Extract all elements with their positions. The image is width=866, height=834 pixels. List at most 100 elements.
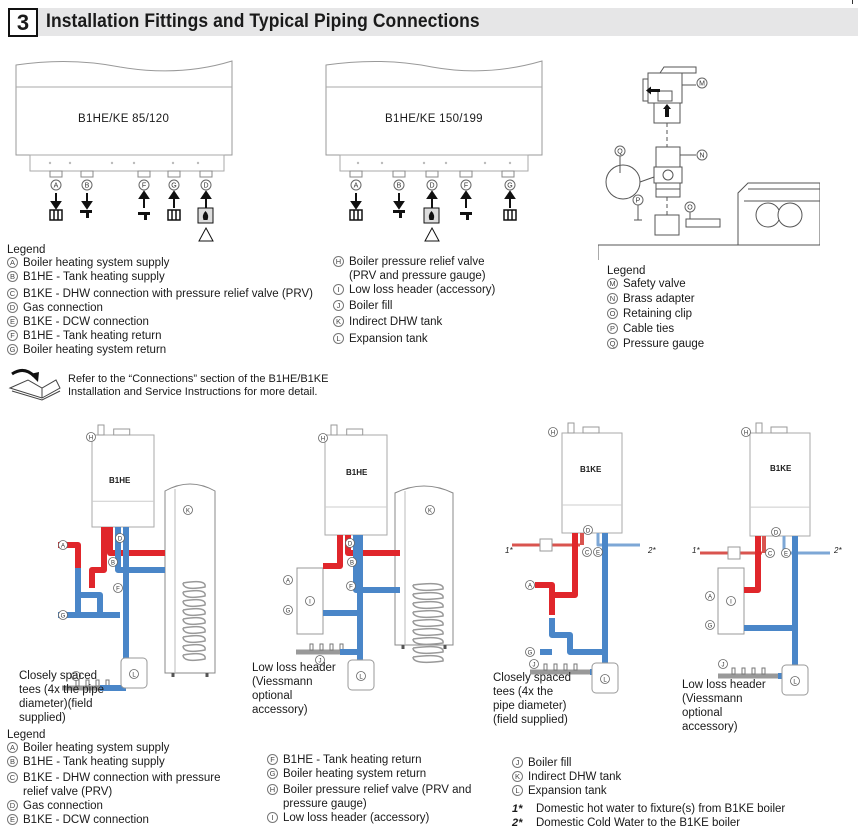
key-badge: N — [607, 293, 618, 304]
pipe — [744, 536, 761, 593]
dhw-prv — [727, 546, 741, 560]
caption-line: supplied) — [19, 712, 66, 724]
legend-label: Cable ties — [623, 323, 675, 335]
caption-line: optional — [252, 690, 293, 702]
callout-badge — [705, 591, 715, 601]
svg-text:D: D — [429, 183, 434, 190]
section-header-bar — [8, 8, 858, 36]
manual-book-icon — [8, 369, 61, 401]
legend-label: Expansion tank — [349, 333, 428, 345]
boiler-body — [324, 434, 388, 536]
callout-badge — [113, 583, 123, 593]
boiler-label: B1KE — [580, 465, 602, 474]
callout-badge — [718, 659, 728, 669]
boiler-body — [91, 434, 155, 528]
note-label: Domestic Cold Water to the B1KE boiler — [536, 817, 741, 829]
key-badge: C — [7, 288, 18, 299]
key-badge: B — [7, 756, 18, 767]
legend-title: Legend — [7, 244, 46, 256]
callout-letter: A — [708, 594, 712, 600]
callout-badge — [115, 533, 125, 543]
caption-line: accessory) — [682, 721, 738, 733]
legend-item: P Cable ties — [607, 322, 704, 337]
callout-badge — [356, 671, 366, 681]
callout-badge — [790, 676, 800, 686]
callout-letter: H — [321, 436, 325, 442]
dhw-prv — [539, 538, 553, 552]
legend-label: Boiler heating system return — [23, 344, 167, 356]
svg-text:D: D — [203, 183, 208, 190]
legend-label: Gas connection — [23, 800, 103, 812]
pipe — [535, 582, 555, 600]
pipe — [107, 527, 165, 556]
callout-letter: F — [116, 586, 120, 592]
callout-letter: G — [528, 650, 533, 656]
fill-valve — [751, 667, 756, 675]
callout-badge — [305, 596, 315, 606]
callout-badge — [741, 427, 751, 437]
callout-badge — [283, 605, 293, 615]
callout-letter: J — [533, 662, 536, 668]
fill-valve — [543, 663, 548, 671]
note-key: 2* — [512, 817, 523, 829]
legend-label: Boiler heating system supply — [23, 742, 170, 754]
callout-letter: C — [585, 550, 590, 556]
svg-text:M: M — [699, 81, 705, 88]
key-badge: C — [7, 772, 18, 783]
page-corner-mark — [852, 0, 853, 4]
fill-valve — [731, 667, 736, 675]
callout-badge — [315, 655, 325, 665]
boiler-label: B1HE — [346, 468, 368, 477]
key-badge: Q — [607, 338, 618, 349]
legend-title: Legend — [7, 729, 46, 741]
note-label: Domestic hot water to fixture(s) from B1… — [536, 803, 786, 815]
legend-label: Expansion tank — [528, 785, 607, 797]
legend-label: B1HE - Tank heating return — [283, 754, 422, 766]
heat-coil — [182, 643, 206, 653]
legend-note: 2* Domestic Cold Water to the B1KE boiler — [512, 816, 785, 830]
pipe — [549, 618, 605, 655]
legend-label: B1HE - Tank heating return — [23, 330, 162, 342]
prv-valve — [755, 422, 763, 434]
callout-letter: I — [730, 599, 732, 605]
key-badge: P — [607, 323, 618, 334]
heat-coil — [182, 607, 206, 617]
key-badge: D — [7, 302, 18, 313]
callout-badge — [529, 659, 539, 669]
prv-valve — [567, 422, 575, 434]
legend-label: Brass adapter — [623, 293, 695, 305]
legend-title: Legend — [607, 265, 646, 277]
callout-badge — [765, 548, 775, 558]
callout-badge — [86, 432, 96, 442]
svg-text:A: A — [354, 183, 359, 190]
key-badge: H — [267, 784, 278, 795]
heat-coil — [412, 645, 444, 655]
boiler-connections-diagram-85-120: A B F G D — [15, 60, 233, 242]
key-badge: E — [7, 814, 18, 825]
heat-coil — [412, 582, 444, 592]
caption-line: Low loss header — [252, 662, 336, 674]
callout-badge — [108, 557, 118, 567]
callout-letter: A — [61, 543, 65, 549]
pipe — [782, 536, 830, 555]
callout-letter: D — [118, 536, 123, 542]
fill-valve — [573, 663, 578, 671]
caption-line: tees (4x the pipe — [19, 684, 105, 696]
reference-note-line2: Installation and Service Instructions fo… — [68, 386, 318, 398]
callout-letter: H — [744, 430, 748, 436]
svg-text:B: B — [85, 183, 90, 190]
pipe — [353, 535, 400, 593]
page-title: Installation Fittings and Typical Piping… — [46, 11, 480, 32]
callout-badge — [548, 427, 558, 437]
callout-badge — [425, 505, 435, 515]
callout-letter: B — [111, 560, 115, 566]
dhw-tank-body — [394, 485, 454, 646]
key-badge: A — [7, 257, 18, 268]
